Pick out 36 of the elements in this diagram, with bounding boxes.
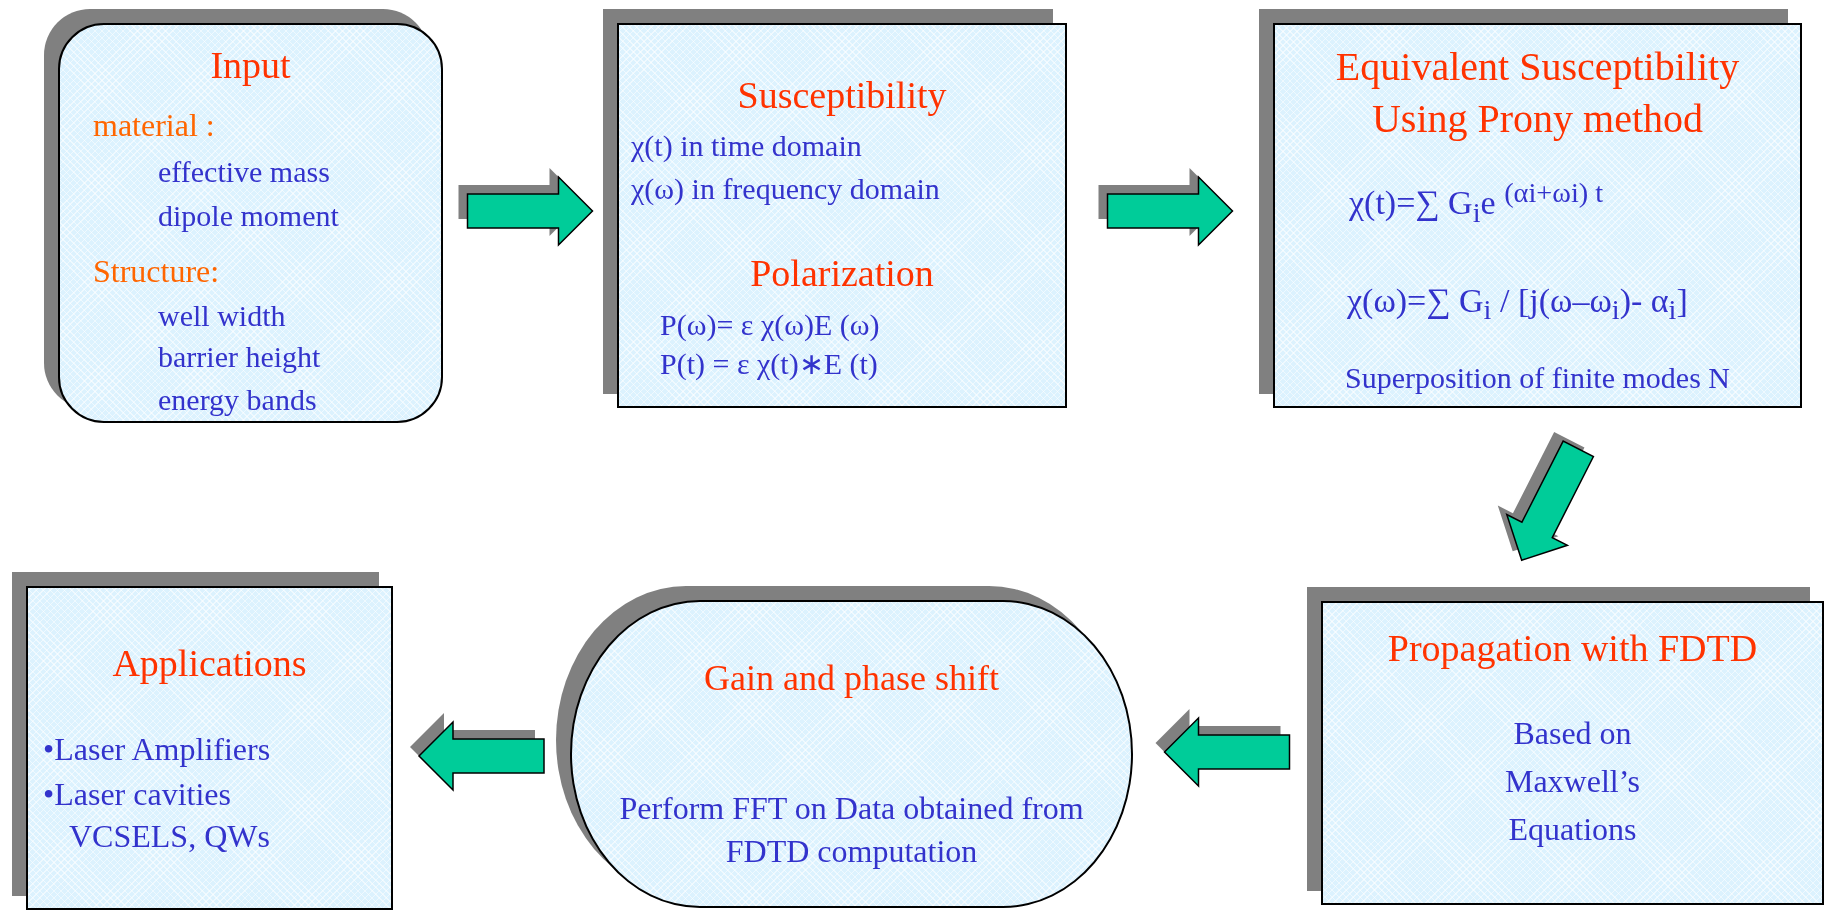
rounded-box [58, 23, 443, 423]
box-title: Gain and phase shift [703, 657, 1000, 701]
process-box [26, 586, 393, 910]
list-item: •Laser cavities [43, 774, 231, 814]
section-heading: Structure: [93, 251, 220, 291]
formula: χ(ω)=∑ G$_{i}$ / [j(ω–ω$_{i}$)- α$_{i}$] [1347, 280, 1688, 328]
formula: χ(t)=∑ G$_{i}$e $^{(αi+ωi) t}$ [1349, 175, 1604, 231]
formula: P(t) = ε χ(t)∗E (t) [660, 346, 878, 382]
block-arrow [1098, 168, 1234, 247]
list-item: well width [158, 298, 286, 334]
box-text: χ(ω) in frequency domain [631, 171, 940, 207]
formula: P(ω)= ε χ(ω)E (ω) [660, 307, 880, 343]
list-item: VCSELS, QWs [69, 816, 270, 856]
block-arrow [458, 168, 594, 247]
box-title: Polarization [749, 251, 935, 297]
box-text: Superposition of finite modes N [1344, 360, 1731, 396]
process-box [1273, 23, 1802, 408]
box-text: χ(t) in time domain [631, 128, 862, 164]
box-title: Susceptibility [736, 73, 948, 119]
list-item: •Laser Amplifiers [43, 729, 271, 769]
box-title: Applications [111, 641, 308, 687]
section-heading: material : [93, 105, 215, 145]
list-item: energy bands [158, 382, 317, 418]
process-box [617, 23, 1067, 408]
box-title: Input [209, 43, 292, 89]
box-title: Propagation with FDTD [1386, 626, 1759, 672]
box-text: Based on Maxwell’s Equations [1503, 714, 1642, 849]
list-item: dipole moment [158, 198, 339, 234]
process-box [1321, 601, 1824, 905]
box-text: Perform FFT on Data obtained from FDTD computation [618, 788, 1085, 871]
list-item: effective mass [158, 154, 330, 190]
block-arrow [1155, 709, 1291, 788]
block-arrow [410, 713, 545, 792]
list-item: barrier height [158, 339, 321, 375]
block-arrow [1497, 432, 1595, 562]
box-title: Equivalent Susceptibility Using Prony method [1334, 43, 1741, 143]
